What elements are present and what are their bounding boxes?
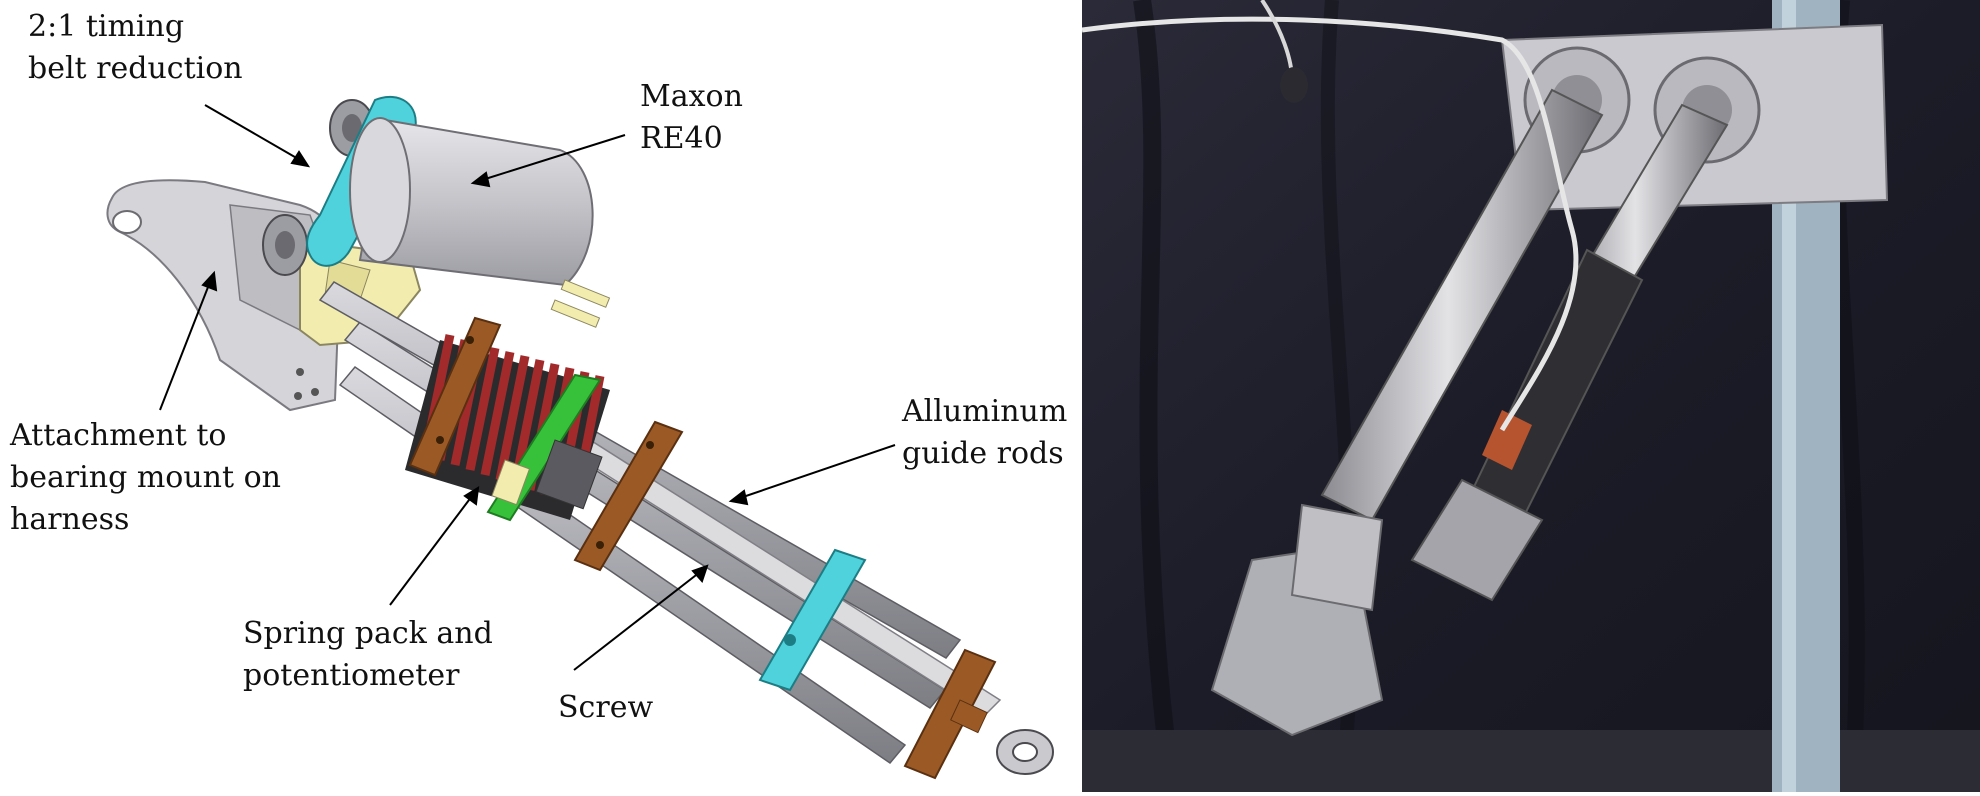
collar-middle [573, 420, 684, 572]
arrow-head-attachment [201, 270, 218, 292]
floor [1082, 730, 1980, 792]
ankle-joint [1290, 503, 1384, 612]
arrow-guide-rods [739, 444, 896, 499]
annotation-arrows [159, 104, 896, 671]
actuator-cad-drawing [106, 95, 1054, 780]
sensor-cable [1082, 16, 1579, 432]
label-screw: Screw [558, 690, 654, 725]
collar-end [903, 648, 997, 780]
arrow-attachment [159, 281, 211, 411]
actuator-photo [1082, 0, 1980, 792]
label-spring-pack: Spring pack and potentiometer [243, 616, 493, 693]
arrow-head-guide-rods [728, 489, 749, 506]
timing-pulley-lower [262, 214, 308, 276]
arrow-head-motor [470, 171, 491, 188]
arrow-screw [573, 571, 701, 671]
arrow-head-timing-belt [290, 150, 311, 168]
cable-connector [1280, 67, 1308, 103]
label-guide-rods: Alluminum guide rods [902, 394, 1068, 471]
label-attachment: Attachment to bearing mount on harness [10, 418, 281, 537]
spring-visible [1482, 410, 1532, 470]
label-motor: Maxon RE40 [640, 79, 743, 156]
rod-clamp [758, 548, 867, 692]
arrow-spring-pack [389, 495, 473, 606]
actuator-photo-panel [1082, 0, 1980, 792]
arrow-head-spring-pack [463, 486, 480, 506]
arrow-head-screw [691, 564, 709, 583]
collar-upper-left [408, 316, 502, 477]
cad-diagram-panel: 2:1 timing belt reduction Maxon RE40 Att… [10, 9, 1068, 780]
arrow-timing-belt [204, 104, 301, 161]
arrow-motor [481, 134, 626, 181]
actuator-lower-frame [1410, 478, 1544, 602]
rod-end-eyelet [996, 729, 1054, 775]
label-timing-belt: 2:1 timing belt reduction [28, 9, 243, 86]
maxon-motor [349, 117, 611, 328]
